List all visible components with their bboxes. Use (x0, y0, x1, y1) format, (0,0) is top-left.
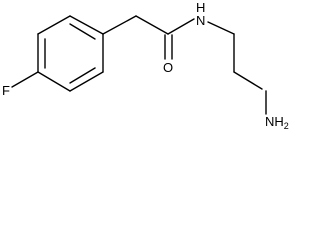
ring-double-bond-1 (69, 23, 96, 40)
molecule-drawing: F O H N NH2 (2, 0, 289, 131)
amine-label: NH2 (265, 114, 289, 131)
carbonyl-n-bond (167, 18, 195, 35)
amide-hydrogen-label: H (196, 0, 205, 15)
structure-diagram: F O H N NH2 (2, 0, 289, 131)
amine-nh-label: NH (265, 114, 284, 129)
ch2-carbonyl-bond (135, 15, 169, 35)
amide-nitrogen-label: N (196, 13, 205, 28)
ch2-ch2-amine-bond (233, 71, 263, 90)
n-ch2-bond (207, 21, 235, 35)
fluorine-label: F (2, 83, 10, 98)
ring-bond-left-top (37, 15, 71, 35)
amine-subscript-label: 2 (284, 121, 289, 131)
ring-double-bond-3 (69, 67, 96, 84)
c-f-bond (11, 71, 39, 88)
oxygen-label: O (163, 60, 173, 75)
benzene-ring (37, 15, 104, 92)
ring-bond-left-bottom (37, 71, 71, 92)
ring-bond-top-left (69, 15, 104, 35)
ring-ch2-bond (102, 15, 137, 35)
ring-bond-bottom-right (69, 71, 104, 92)
